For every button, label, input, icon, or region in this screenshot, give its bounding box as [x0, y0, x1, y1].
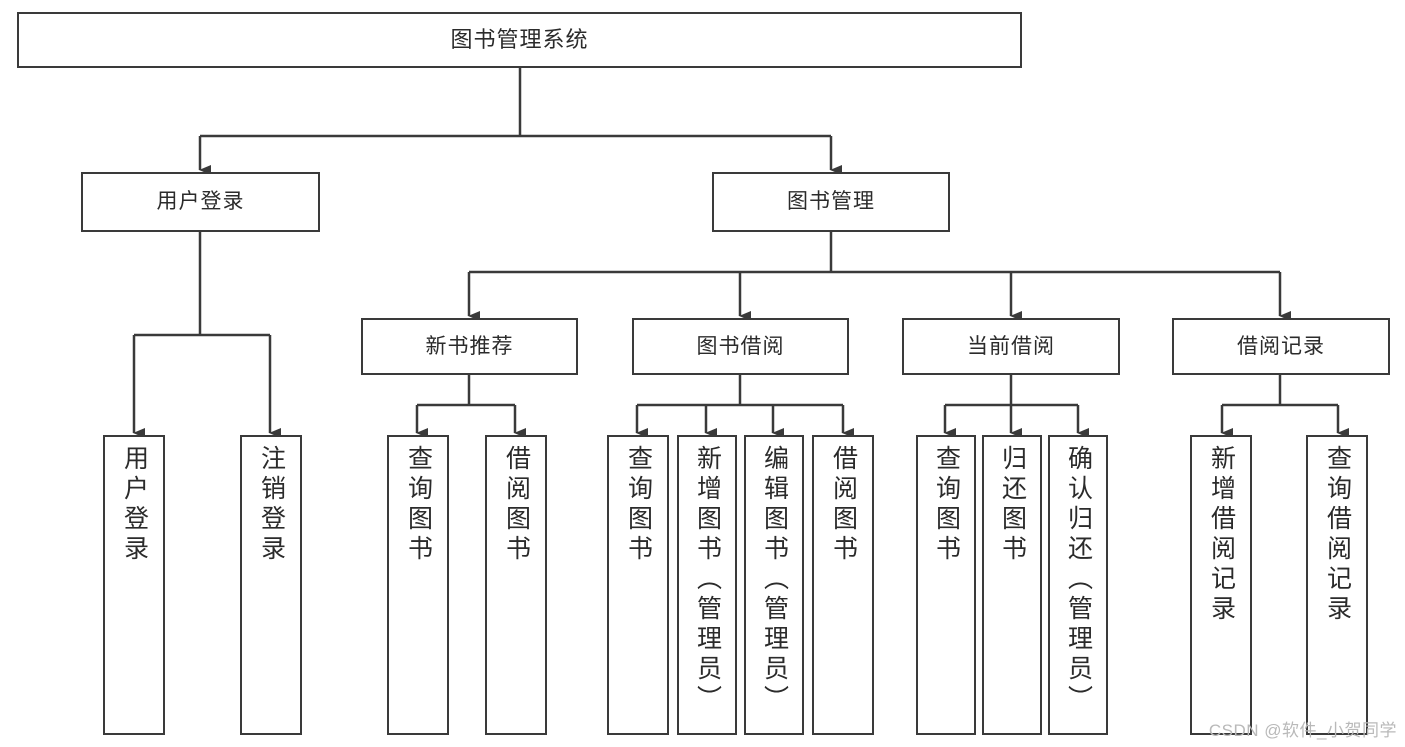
node-label: 借阅图书 — [829, 445, 858, 565]
node-new-book-recommend[interactable]: 新书推荐 — [361, 318, 578, 375]
node-label: 新书推荐 — [425, 334, 514, 358]
node-label: 图书管理系统 — [450, 26, 589, 52]
leaf-user-login[interactable]: 用户登录 — [103, 435, 165, 735]
node-label: 归还图书 — [998, 445, 1027, 565]
node-label: 用户登录 — [156, 190, 245, 214]
leaf-edit-book-admin[interactable]: 编辑图书（管理员） — [744, 435, 804, 735]
csdn-watermark: CSDN @软件_小贺同学 — [1208, 721, 1397, 740]
leaf-add-book-admin[interactable]: 新增图书（管理员） — [677, 435, 737, 735]
node-borrow-records[interactable]: 借阅记录 — [1172, 318, 1390, 375]
node-label: 当前借阅 — [967, 334, 1055, 358]
node-label: 确认归还（管理员） — [1064, 445, 1093, 715]
node-root-system[interactable]: 图书管理系统 — [17, 12, 1022, 68]
node-book-management[interactable]: 图书管理 — [712, 172, 950, 232]
leaf-borrow-books[interactable]: 借阅图书 — [812, 435, 874, 735]
node-label: 新增借阅记录 — [1207, 445, 1236, 625]
node-label: 图书管理 — [787, 190, 875, 214]
node-label: 借阅图书 — [502, 445, 531, 565]
node-label: 查询图书 — [624, 445, 653, 565]
node-label: 注销登录 — [257, 445, 286, 565]
leaf-logout[interactable]: 注销登录 — [240, 435, 302, 735]
leaf-query-books[interactable]: 查询图书 — [607, 435, 669, 735]
leaf-query-books-current[interactable]: 查询图书 — [916, 435, 976, 735]
leaf-query-borrow-record[interactable]: 查询借阅记录 — [1306, 435, 1368, 735]
node-label: 借阅记录 — [1237, 334, 1325, 358]
leaf-borrow-books-recommend[interactable]: 借阅图书 — [485, 435, 547, 735]
node-label: 图书借阅 — [696, 334, 785, 358]
node-current-borrow[interactable]: 当前借阅 — [902, 318, 1120, 375]
leaf-query-books-recommend[interactable]: 查询图书 — [387, 435, 449, 735]
node-label: 用户登录 — [120, 445, 149, 565]
leaf-confirm-return-admin[interactable]: 确认归还（管理员） — [1048, 435, 1108, 735]
node-label: 查询图书 — [932, 445, 961, 565]
node-book-borrow[interactable]: 图书借阅 — [632, 318, 849, 375]
node-user-login[interactable]: 用户登录 — [81, 172, 320, 232]
leaf-add-borrow-record[interactable]: 新增借阅记录 — [1190, 435, 1252, 735]
leaf-return-books[interactable]: 归还图书 — [982, 435, 1042, 735]
node-label: 查询借阅记录 — [1323, 445, 1352, 625]
node-label: 编辑图书（管理员） — [760, 445, 789, 715]
node-label: 查询图书 — [404, 445, 433, 565]
node-label: 新增图书（管理员） — [693, 445, 722, 715]
